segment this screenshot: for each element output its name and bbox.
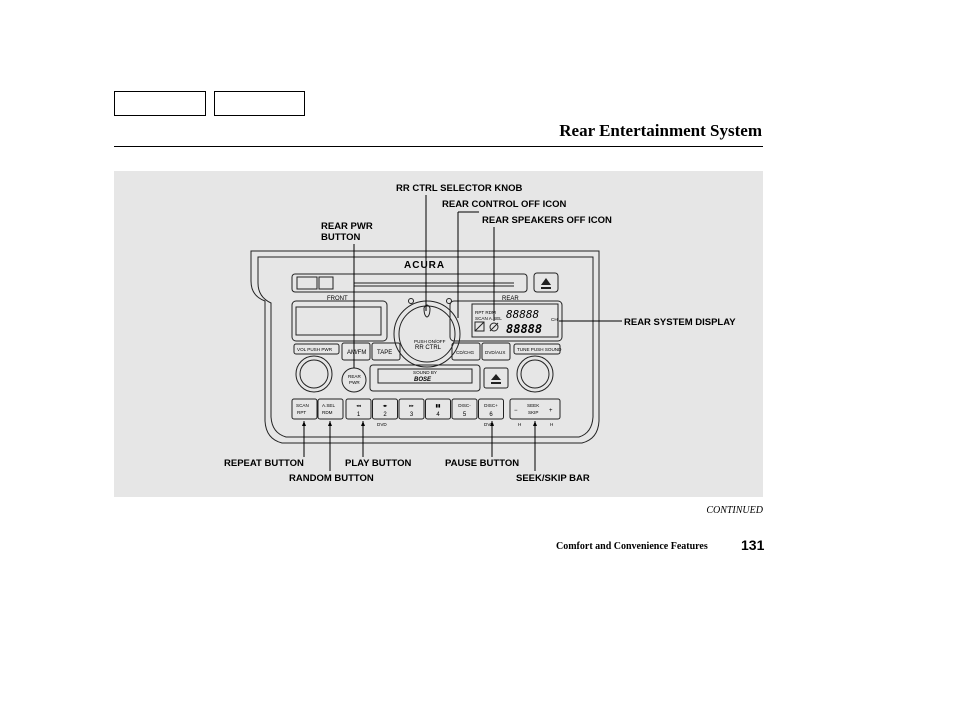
h-label-2: H (550, 422, 553, 427)
callout-random: RANDOM BUTTON (289, 473, 374, 484)
callout-rr-ctrl-knob: RR CTRL SELECTOR KNOB (396, 183, 522, 194)
rear-label: REAR (502, 296, 519, 302)
callout-rear-control-off: REAR CONTROL OFF ICON (442, 199, 567, 210)
dvd-play-label: DVD (377, 422, 387, 427)
asel-label: A.SEL (322, 403, 335, 408)
preset-buttons: ◂◂ 1 ◂▸ 2 ▸▸ 3 ▮▮ 4 DISC- 5 DISC+ 6 (345, 398, 504, 420)
seek-label: SEEK (527, 403, 540, 408)
audio-unit-figure: ACURA FRONT REAR RPT RDM SCAN A.SEL 8888… (114, 171, 763, 497)
scan-label: SCAN (296, 403, 309, 408)
eject-button[interactable] (533, 272, 559, 293)
seek-plus-icon: + (549, 408, 553, 414)
unit-outline (250, 250, 600, 444)
callout-repeat: REPEAT BUTTON (224, 458, 304, 469)
preset-button-2[interactable] (372, 398, 398, 420)
callout-rear-speakers-off: REAR SPEAKERS OFF ICON (482, 215, 612, 226)
seek-minus-icon: − (514, 408, 518, 414)
rdm-label: RDM (322, 410, 333, 415)
callout-rear-pwr-2: BUTTON (321, 232, 361, 243)
h-label-1: H (518, 422, 521, 427)
dvd-aux-label: DVD/AUX (485, 350, 505, 355)
page-title: Rear Entertainment System (559, 121, 762, 140)
rewind-icon: ◂◂ (356, 403, 361, 408)
tune-label: TUNE PUSH SOUND (517, 347, 562, 352)
callout-pause: PAUSE BUTTON (445, 458, 519, 469)
preset-number-3: 3 (410, 412, 414, 418)
tape-eject-icon (491, 374, 501, 384)
dvd-pause-label: DVD (484, 422, 494, 427)
bose-logo: BOSE (414, 377, 432, 383)
vol-knob[interactable] (295, 355, 333, 393)
tune-knob[interactable] (516, 355, 554, 393)
rear-control-off-icon (474, 321, 485, 332)
play-icon: ◂▸ (383, 403, 388, 408)
callout-seek-skip: SEEK/SKIP BAR (516, 473, 590, 484)
audio-unit-diagram: ACURA FRONT REAR RPT RDM SCAN A.SEL 8888… (224, 183, 736, 484)
brand-logo: ACURA (404, 260, 445, 271)
rr-ctrl-selector-knob[interactable] (393, 300, 461, 368)
sound-by-label: SOUND BY (413, 370, 437, 375)
am-fm-button[interactable] (341, 342, 371, 361)
front-display (295, 306, 382, 336)
callout-play: PLAY BUTTON (345, 458, 411, 469)
footer-section-title: Comfort and Convenience Features (556, 541, 708, 552)
main-menu-button[interactable] (114, 91, 206, 116)
rear-display-ch: CH (551, 317, 558, 322)
tape-eject-button[interactable] (483, 367, 509, 389)
rpt-label: RPT (297, 410, 306, 415)
rear-display-digits-bottom: 88888 (506, 322, 542, 336)
tape-button[interactable] (371, 342, 401, 361)
scan-rpt-button[interactable] (291, 398, 318, 420)
cd-chg-label: CD/CHG (456, 350, 475, 355)
title-rule (114, 146, 763, 147)
preset-button-3[interactable] (398, 398, 425, 420)
rear-pwr-label-1: REAR (348, 374, 361, 379)
eject-icon (541, 278, 551, 289)
rear-display-digits-top: 88888 (506, 308, 539, 321)
callout-rear-system-display: REAR SYSTEM DISPLAY (624, 317, 736, 328)
preset-number-1: 1 (357, 412, 361, 418)
tape-slot (369, 364, 481, 392)
asel-rdm-button[interactable] (317, 398, 344, 420)
rear-display-scan-asel: SCAN A.SEL (475, 316, 502, 321)
dvd-aux-button[interactable] (481, 342, 511, 361)
tape-label: TAPE (377, 350, 392, 356)
rear-pwr-label-2: PWR (349, 380, 360, 385)
preset-number-2: 2 (383, 412, 387, 418)
preset-number-6: 6 (489, 412, 493, 418)
preset-number-4: 4 (436, 412, 440, 418)
rear-system-display (471, 303, 559, 338)
pause-icon: ▮▮ (435, 403, 441, 408)
callout-rear-pwr-1: REAR PWR (321, 221, 373, 232)
skip-label: SKIP (528, 410, 538, 415)
disc-minus-label: DISC- (458, 403, 471, 408)
vol-label: VOL PUSH PWR (297, 347, 333, 352)
preset-button-1[interactable] (345, 398, 372, 420)
preset-button-6[interactable] (478, 398, 504, 420)
front-label: FRONT (327, 296, 348, 302)
index-button[interactable] (214, 91, 305, 116)
rear-display-rpt-rdm: RPT RDM (475, 310, 496, 315)
knob-label-2: RR CTRL (415, 345, 442, 351)
preset-button-5[interactable] (451, 398, 478, 420)
cd-chg-button[interactable] (451, 342, 481, 361)
seek-skip-bar[interactable] (509, 398, 561, 420)
preset-button-4[interactable] (425, 398, 451, 420)
preset-number-5: 5 (463, 412, 467, 418)
continued-label: CONTINUED (706, 505, 763, 516)
disc-plus-label: DISC+ (484, 403, 498, 408)
fast-forward-icon: ▸▸ (409, 403, 414, 408)
knob-label-1: PUSH ON/OFF (414, 339, 446, 344)
rear-speakers-off-icon (489, 322, 499, 332)
am-fm-label: AM/FM (347, 350, 366, 356)
page-number: 131 (741, 537, 765, 553)
